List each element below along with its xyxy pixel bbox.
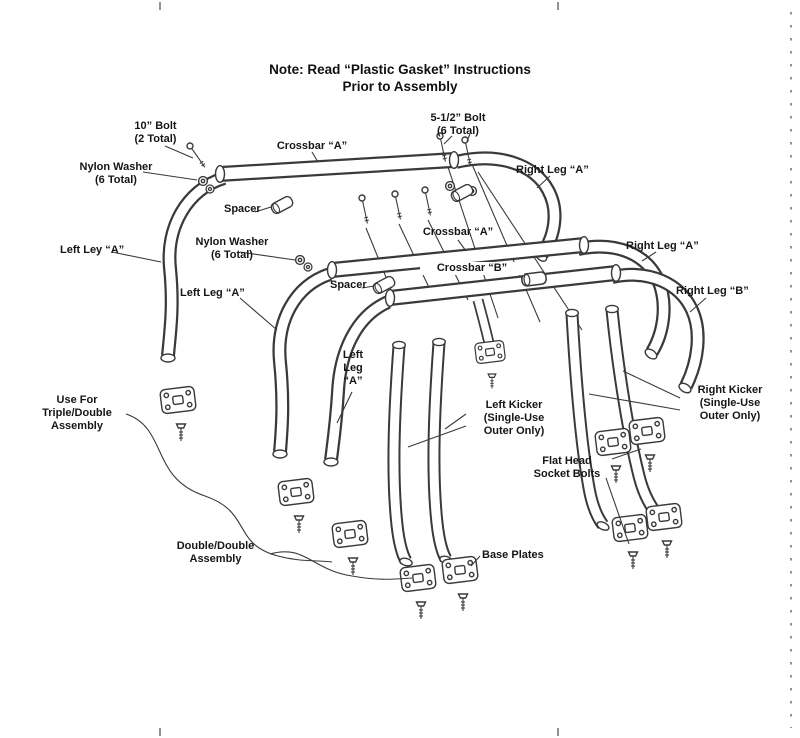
flat-head-bolt-icon <box>415 601 427 620</box>
label-left-kicker: Left Kicker (Single-Use Outer Only) <box>483 399 545 437</box>
nylon-washer-icon <box>294 254 306 266</box>
label-spacer-2: Spacer <box>330 279 367 291</box>
nylon-washer-icon <box>197 175 209 187</box>
label-flat-head-bolts: Flat Head Socket Bolts <box>533 455 601 480</box>
label-right-leg-b: Right Leg “B” <box>676 285 749 297</box>
five-half-bolt-icon <box>390 189 405 221</box>
nylon-washer-icon <box>303 262 313 272</box>
label-right-leg-a-1: Right Leg “A” <box>516 164 589 176</box>
note-title-line2: Prior to Assembly <box>342 78 458 94</box>
crossbar-tubes <box>214 150 622 308</box>
label-right-leg-a-2: Right Leg “A” <box>626 240 699 252</box>
base-plate-icon <box>440 555 480 585</box>
nylon-washer-icon <box>444 180 456 192</box>
base-plate-icon <box>330 519 370 549</box>
label-five-half-bolt: 5-1/2” Bolt (6 Total) <box>430 112 486 137</box>
flat-head-bolt-icon <box>457 593 469 612</box>
label-left-leg-a-vert: Left Leg “A” <box>342 349 364 387</box>
page-edge-marks <box>159 2 792 736</box>
flat-head-bolt-icon <box>175 423 187 442</box>
label-right-kicker: Right Kicker (Single-Use Outer Only) <box>697 384 763 422</box>
label-ten-inch-bolt: 10” Bolt (2 Total) <box>134 120 177 145</box>
flat-head-bolt-icon <box>627 551 639 570</box>
label-spacer-1: Spacer <box>224 203 261 215</box>
label-nylon-washer-1: Nylon Washer (6 Total) <box>79 161 153 186</box>
base-plate-icon <box>644 502 684 532</box>
label-use-for-triple: Use For Triple/Double Assembly <box>42 394 112 432</box>
label-leader-lines <box>111 133 707 580</box>
flat-head-bolt-icon <box>644 454 656 473</box>
nylon-washer-icon <box>205 184 215 194</box>
label-crossbar-a-2: Crossbar “A” <box>422 226 494 238</box>
flat-head-bolt-icon <box>347 557 359 576</box>
label-base-plates: Base Plates <box>482 549 544 561</box>
flat-head-bolt-icon <box>661 540 673 559</box>
note-title: Note: Read “Plastic Gasket” Instructions… <box>0 62 800 96</box>
flat-head-bolt-icon <box>293 515 305 534</box>
flat-head-bolt-icon <box>487 373 497 390</box>
base-plate-icon <box>473 339 507 365</box>
five-half-bolt-icon <box>420 185 435 217</box>
five-half-bolt-icon <box>357 193 372 225</box>
note-title-line1: Note: Read “Plastic Gasket” Instructions <box>269 62 531 77</box>
label-double-double: Double/Double Assembly <box>176 540 255 565</box>
label-left-ley-a: Left Ley “A” <box>60 244 125 256</box>
label-crossbar-b: Crossbar “B” <box>420 262 524 275</box>
spacer-icon <box>520 270 548 288</box>
base-plate-icon <box>158 385 198 415</box>
base-plate-icon <box>593 427 633 457</box>
base-plate-icon <box>276 477 316 507</box>
label-nylon-washer-2: Nylon Washer (6 Total) <box>195 236 269 261</box>
base-plate-icon <box>627 416 667 446</box>
label-crossbar-a-1: Crossbar “A” <box>276 140 348 152</box>
left-kicker-tubes <box>387 337 453 567</box>
base-plate-icon <box>610 513 650 543</box>
label-left-leg-a-1: Left Leg “A” <box>180 287 245 299</box>
